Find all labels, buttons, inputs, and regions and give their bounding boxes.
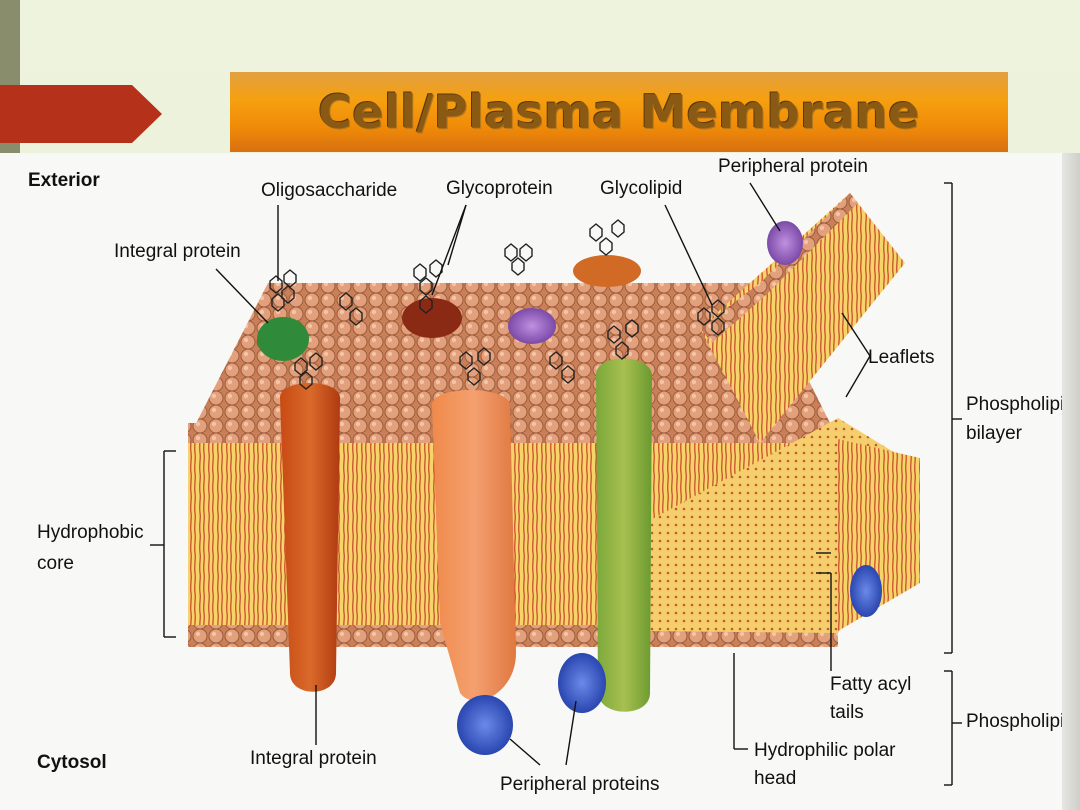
title-bar: Cell/Plasma Membrane	[230, 72, 1008, 152]
orange-protein-shape	[432, 390, 516, 701]
glycolipid-shape	[573, 255, 641, 287]
label-phospholipid-bilayer-2: bilayer	[966, 423, 1022, 444]
label-hydrophobic-core-2: core	[37, 553, 74, 574]
label-peripheral-protein-top: Peripheral protein	[718, 156, 868, 177]
label-hydrophilic-1: Hydrophilic polar	[754, 740, 896, 761]
label-peripheral-proteins: Peripheral proteins	[500, 774, 660, 795]
leader-lines	[150, 182, 962, 786]
membrane-illustration	[150, 182, 962, 786]
label-phospholipid-bilayer-1: Phospholipid	[966, 394, 1075, 415]
figure-right-edge	[1062, 153, 1080, 810]
label-fatty-acyl-1: Fatty acyl	[830, 674, 912, 695]
label-exterior: Exterior	[28, 170, 100, 191]
label-glycolipid: Glycolipid	[600, 178, 683, 199]
label-phospholipid: Phospholipid	[966, 711, 1075, 732]
glycoprotein-shape	[402, 298, 462, 338]
title-arrow-tag	[0, 85, 162, 143]
label-oligosaccharide: Oligosaccharide	[261, 180, 398, 201]
integral-protein-shape	[280, 383, 340, 692]
label-hydrophilic-2: head	[754, 768, 797, 789]
green-protein-shape	[596, 358, 652, 712]
slide-title: Cell/Plasma Membrane	[318, 85, 920, 139]
integral-protein-top-shape	[257, 317, 309, 361]
label-fatty-acyl-2: tails	[830, 702, 864, 723]
label-glycoprotein: Glycoprotein	[446, 178, 553, 199]
label-integral-protein-top: Integral protein	[114, 241, 241, 262]
oligosaccharide-chains	[269, 219, 725, 390]
label-integral-protein-bottom: Integral protein	[250, 748, 377, 769]
top-heads-surface	[188, 283, 838, 439]
label-hydrophobic-core-1: Hydrophobic	[37, 522, 144, 543]
label-leaflets: Leaflets	[868, 347, 935, 368]
upper-leaflet	[700, 193, 905, 443]
membrane-figure: Exterior Oligosaccharide Glycoprotein Gl…	[0, 153, 1080, 810]
label-cytosol: Cytosol	[37, 752, 107, 773]
